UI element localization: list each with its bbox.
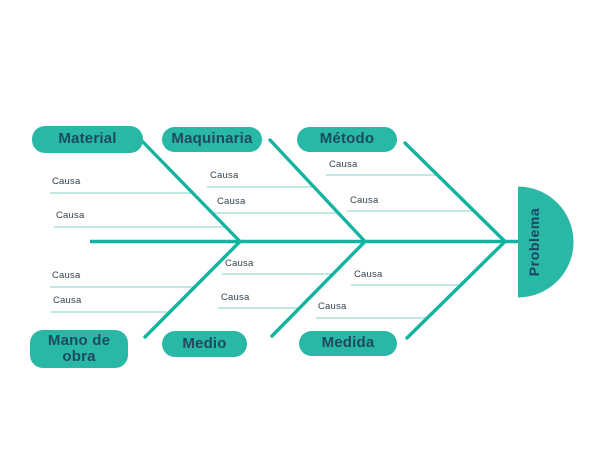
category-pill-material[interactable]: Material	[32, 126, 143, 153]
cause-label-mano-2[interactable]: Causa	[53, 295, 82, 306]
category-pill-medida[interactable]: Medida	[299, 331, 397, 356]
cause-label-medio-1[interactable]: Causa	[225, 258, 254, 269]
bone-material	[140, 139, 242, 244]
cause-label-medida-1[interactable]: Causa	[354, 269, 383, 280]
bone-medio	[270, 239, 367, 338]
cause-label-maquinaria-1[interactable]: Causa	[210, 170, 239, 181]
category-pill-medio[interactable]: Medio	[162, 331, 247, 357]
cause-label-mano-1[interactable]: Causa	[52, 270, 81, 281]
bone-medida	[405, 239, 507, 340]
cause-label-medida-2[interactable]: Causa	[318, 301, 347, 312]
cause-label-metodo-2[interactable]: Causa	[350, 195, 379, 206]
category-pill-maquinaria[interactable]: Maquinaria	[162, 127, 262, 152]
bone-mano-de-obra	[143, 239, 242, 339]
bone-maquinaria	[268, 138, 367, 244]
cause-label-material-1[interactable]: Causa	[52, 176, 81, 187]
cause-label-metodo-1[interactable]: Causa	[329, 159, 358, 170]
cause-label-medio-2[interactable]: Causa	[221, 292, 250, 303]
category-pill-metodo[interactable]: Método	[297, 127, 397, 152]
bone-metodo	[403, 141, 507, 244]
problem-head-shape[interactable]	[518, 186, 574, 298]
cause-label-maquinaria-2[interactable]: Causa	[217, 196, 246, 207]
problem-label[interactable]: Problema	[526, 208, 542, 277]
cause-label-material-2[interactable]: Causa	[56, 210, 85, 221]
category-pill-mano-de-obra[interactable]: Mano de obra	[30, 330, 128, 368]
